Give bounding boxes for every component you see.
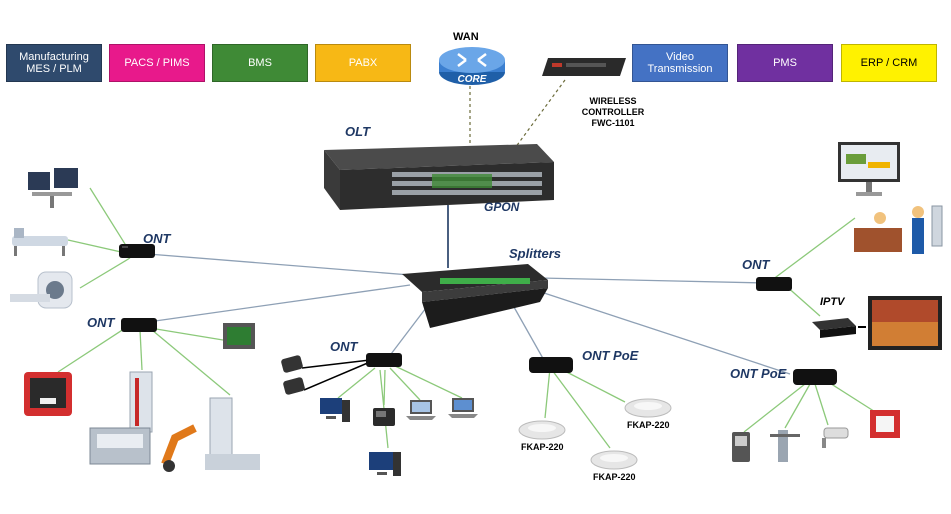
mri-scanner-icon xyxy=(10,271,73,309)
smart-tv-icon xyxy=(868,296,942,350)
ont-poe-label: ONT PoE xyxy=(730,366,787,381)
system-label: PACS / PIMS xyxy=(124,57,190,69)
ont-label: ONT xyxy=(143,231,171,246)
fiber-links xyxy=(147,253,791,375)
ont-label: ONT xyxy=(742,257,770,272)
system-box-pms: PMS xyxy=(737,44,833,82)
desktop-pc-icon xyxy=(369,452,401,476)
ont-label: ONT xyxy=(87,315,115,330)
medical-workstation-icon xyxy=(28,168,78,208)
ont-device-icon xyxy=(366,353,402,367)
olt-chassis-icon xyxy=(324,144,554,210)
system-label: Manufacturing MES / PLM xyxy=(19,51,89,75)
ont-poe-label: ONT PoE xyxy=(582,348,639,363)
wan-label: WAN xyxy=(453,31,479,43)
splitters-label: Splitters xyxy=(509,246,562,261)
system-label: Video Transmission xyxy=(647,51,713,75)
fire-alarm-icon xyxy=(870,410,900,438)
iptv-settop-box-icon xyxy=(812,318,856,338)
system-box-bms: BMS xyxy=(212,44,308,82)
ont-device-icon xyxy=(121,318,157,332)
cctv-camera-icon xyxy=(822,427,849,448)
ont-poe-device-icon xyxy=(793,369,837,385)
hospital-bed-icon xyxy=(12,228,68,256)
core-router-icon: CORE xyxy=(439,47,505,85)
desktop-pc-icon xyxy=(320,398,350,422)
laptop-icon xyxy=(448,398,478,418)
splitter-tray-icon xyxy=(402,264,548,328)
desk-phone-icon xyxy=(373,408,395,426)
hmi-panel-icon xyxy=(223,323,255,349)
turnstile-icon xyxy=(770,430,800,462)
olt-controller-link xyxy=(514,79,566,149)
core-label: CORE xyxy=(458,74,487,85)
system-box-video: Video Transmission xyxy=(632,44,728,82)
access-point-icon xyxy=(518,420,566,440)
olt-label: OLT xyxy=(345,124,371,139)
ont-device-icon xyxy=(119,244,155,258)
access-control-reader-icon xyxy=(732,432,750,462)
access-point-icon xyxy=(590,450,638,470)
system-box-mes: Manufacturing MES / PLM xyxy=(6,44,102,82)
ont-label: ONT xyxy=(330,339,358,354)
ont-poe-device-icon xyxy=(529,357,573,373)
system-label: BMS xyxy=(248,57,272,69)
wireless-controller-label: WIRELESS CONTROLLER FWC-1101 xyxy=(581,96,645,128)
ap-model-label: FKAP-220 xyxy=(593,472,636,482)
system-label: ERP / CRM xyxy=(860,57,918,69)
reception-desk-icon xyxy=(854,205,943,254)
system-label: PMS xyxy=(773,57,797,69)
ip-phone-icon xyxy=(281,355,305,395)
system-label: PABX xyxy=(348,57,378,69)
3d-printer-icon xyxy=(24,372,72,416)
ap-model-label: FKAP-220 xyxy=(521,442,564,452)
laptop-icon xyxy=(406,400,436,420)
kiosk-monitor-icon xyxy=(838,142,900,196)
system-box-pacs: PACS / PIMS xyxy=(109,44,205,82)
ap-model-label: FKAP-220 xyxy=(627,420,670,430)
phone-links xyxy=(301,359,371,391)
gpon-label: GPON xyxy=(484,200,520,214)
system-box-pabx: PABX xyxy=(315,44,411,82)
system-box-erp: ERP / CRM xyxy=(841,44,937,82)
iptv-label: IPTV xyxy=(820,296,845,308)
copper-links xyxy=(57,187,881,449)
ont-device-icon xyxy=(756,277,792,291)
access-point-icon xyxy=(624,398,672,418)
wireless-controller-icon xyxy=(542,58,626,76)
industrial-machines-icon xyxy=(89,371,260,472)
